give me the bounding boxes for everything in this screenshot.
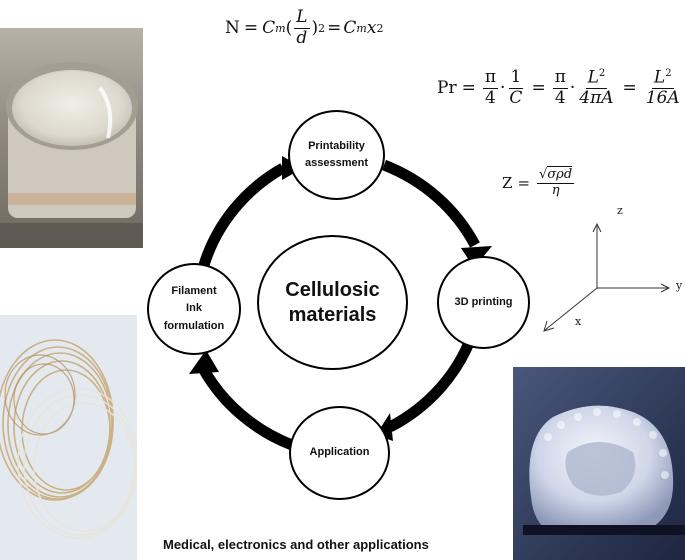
arrow-application-to-filament xyxy=(199,367,295,451)
eq-pr-equals2: = xyxy=(531,78,546,99)
eq-pr-four: 4 xyxy=(485,87,496,108)
eq-n-sub2: m xyxy=(356,21,367,35)
x-axis-line xyxy=(544,287,598,331)
eq-z-sqrt-arg: σρd xyxy=(547,166,573,182)
eq-n-x: x xyxy=(366,18,377,39)
eq-z-equals: = xyxy=(517,174,531,193)
eq-pr-equals: = xyxy=(461,78,476,99)
equation-z: Z = √σρd η xyxy=(502,166,575,198)
eq-n-c2: C xyxy=(343,18,357,39)
eq-n-lhs: N xyxy=(225,18,240,39)
eq-z-den: η xyxy=(551,182,560,198)
applications-caption: Medical, electronics and other applicati… xyxy=(163,537,429,552)
node-3d-printing: 3D printing xyxy=(437,256,530,349)
node-application-label: Application xyxy=(309,446,370,459)
xyz-axes xyxy=(543,222,671,332)
arrow-filament-to-printability xyxy=(198,163,286,267)
arrow-printability-to-printing xyxy=(381,159,480,248)
eq-n-frac-num: L xyxy=(294,7,310,29)
eq-pr-4pia: 4πA xyxy=(579,88,614,109)
node-filament-label: Filament Ink formulation xyxy=(163,285,225,332)
eq-pr-l2: L xyxy=(653,67,666,88)
z-axis-label: z xyxy=(617,204,623,217)
center-node-label: Cellulosic materials xyxy=(285,278,380,326)
node-filament-ink-formulation: Filament Ink formulation xyxy=(147,263,241,355)
eq-z-lhs: Z xyxy=(502,174,513,193)
eq-pr-pi: π xyxy=(482,67,499,89)
eq-pr-dot: · xyxy=(500,78,506,99)
filament-coils-photo xyxy=(0,315,137,560)
eq-n-sq2: 2 xyxy=(376,21,384,35)
printed-object-illustration xyxy=(513,367,685,560)
eq-pr-c: C xyxy=(509,87,523,108)
eq-pr-lhs: Pr xyxy=(437,78,457,99)
x-axis-arrow xyxy=(543,320,555,332)
z-axis-arrow xyxy=(592,222,602,233)
cellulose-gel-jar-photo xyxy=(0,28,143,248)
arrow-printing-to-application xyxy=(387,335,477,432)
eq-pr-one: 1 xyxy=(508,67,524,89)
eq-n-equals: = xyxy=(243,18,259,39)
eq-pr-l-sq: 2 xyxy=(598,68,606,79)
y-axis-label: y xyxy=(676,279,683,292)
center-node-cellulosic-materials: Cellulosic materials xyxy=(257,235,408,370)
jar-illustration xyxy=(0,28,143,248)
y-axis-arrow xyxy=(660,283,671,293)
eq-n-frac-den: d xyxy=(296,27,308,48)
node-printability-assessment: Printability assessment xyxy=(288,110,385,200)
filament-illustration xyxy=(0,315,137,560)
printed-object-photo xyxy=(513,367,685,560)
eq-n-sq: 2 xyxy=(318,21,326,35)
node-application: Application xyxy=(289,406,390,500)
eq-n-sub: m xyxy=(275,21,286,35)
eq-pr-pi2: π xyxy=(552,67,568,89)
eq-n-fraction: L d xyxy=(294,7,310,48)
x-axis-label: x xyxy=(575,315,582,328)
arrowhead-filament xyxy=(189,350,219,374)
eq-pr-four2: 4 xyxy=(554,87,566,108)
eq-pr-l2-sq: 2 xyxy=(665,68,672,79)
eq-pr-16a: 16A xyxy=(645,88,680,109)
node-printing-label: 3D printing xyxy=(454,295,513,308)
eq-pr-l: L xyxy=(587,67,599,88)
eq-n-c: C xyxy=(262,18,276,39)
node-printability-label: Printability assessment xyxy=(305,139,368,169)
eq-pr-equals3: = xyxy=(622,78,637,99)
eq-pr-dot2: · xyxy=(569,78,576,99)
eq-n-equals2: = xyxy=(327,18,342,39)
